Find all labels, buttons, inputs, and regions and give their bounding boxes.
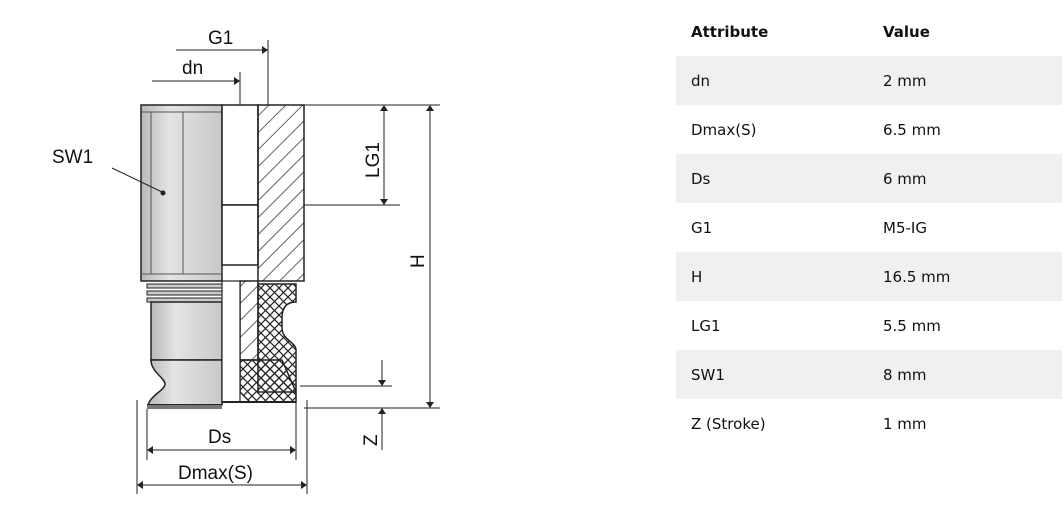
dimension-z: Z [300, 360, 392, 450]
table-row: dn 2 mm [676, 56, 1062, 105]
label-h: H [408, 254, 429, 268]
table-header-row: Attribute Value [676, 8, 1062, 56]
dimension-ds: Ds [146, 402, 297, 460]
table-row: SW1 8 mm [676, 350, 1062, 399]
value-cell: 16.5 mm [869, 252, 1062, 301]
label-dmax: Dmax(S) [178, 463, 253, 484]
value-cell: 6.5 mm [869, 105, 1062, 154]
attribute-cell: G1 [676, 203, 869, 252]
attribute-cell: dn [676, 56, 869, 105]
dimension-lg1: LG1 [304, 104, 400, 206]
attribute-cell: Ds [676, 154, 869, 203]
bellows-exterior [147, 359, 223, 409]
label-lg1: LG1 [363, 142, 384, 178]
label-dn: dn [182, 58, 203, 79]
table-row: H 16.5 mm [676, 252, 1062, 301]
attribute-cell: Dmax(S) [676, 105, 869, 154]
threaded-neck [146, 283, 223, 361]
table-row: Ds 6 mm [676, 154, 1062, 203]
value-cell: 5.5 mm [869, 301, 1062, 350]
dimension-g1: G1 [176, 28, 269, 105]
column-header-attribute: Attribute [676, 8, 869, 56]
attribute-cell: LG1 [676, 301, 869, 350]
table-row: Dmax(S) 6.5 mm [676, 105, 1062, 154]
section-view [221, 104, 305, 403]
table-row: Z (Stroke) 1 mm [676, 399, 1062, 448]
attribute-cell: SW1 [676, 350, 869, 399]
label-z: Z [361, 434, 382, 446]
dimension-dn: dn [152, 58, 241, 105]
dimension-h: H [304, 104, 440, 409]
label-g1: G1 [208, 28, 233, 49]
callout-sw1: SW1 [52, 147, 166, 196]
hex-body [140, 104, 223, 282]
value-cell: 6 mm [869, 154, 1062, 203]
value-cell: 1 mm [869, 399, 1062, 448]
specification-table: Attribute Value dn 2 mm Dmax(S) 6.5 mm D… [676, 8, 1062, 448]
attribute-cell: H [676, 252, 869, 301]
value-cell: M5-IG [869, 203, 1062, 252]
dimension-dmax: Dmax(S) [136, 400, 308, 494]
value-cell: 2 mm [869, 56, 1062, 105]
value-cell: 8 mm [869, 350, 1062, 399]
table-row: G1 M5-IG [676, 203, 1062, 252]
suction-cup-technical-drawing: G1 dn SW1 LG1 H Z [52, 28, 440, 494]
attribute-cell: Z (Stroke) [676, 399, 869, 448]
table-row: LG1 5.5 mm [676, 301, 1062, 350]
label-sw1: SW1 [52, 147, 93, 168]
label-ds: Ds [208, 427, 231, 448]
column-header-value: Value [869, 8, 1062, 56]
